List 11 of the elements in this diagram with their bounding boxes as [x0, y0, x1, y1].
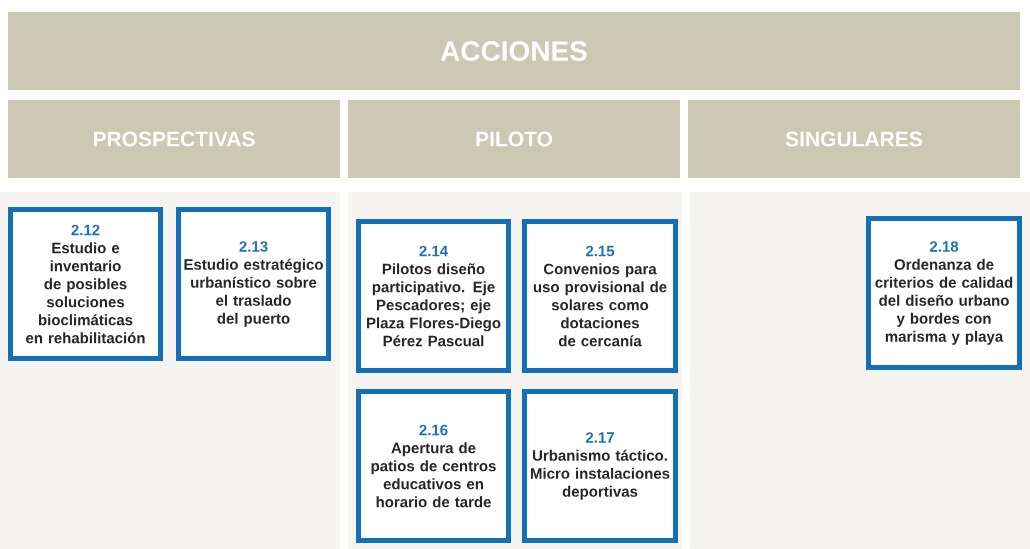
action-card: 2.13 Estudio estratégico urbanístico sobre el traslado del puerto: [176, 207, 331, 361]
action-card: 2.16 Apertura de patios de centros educativos en horario de tarde: [356, 389, 511, 543]
category-band: PILOTO: [348, 100, 680, 178]
action-card: 2.17 Urbanismo táctico. Micro instalaciones deportivas: [522, 389, 678, 543]
action-card: 2.14 Pilotos diseño participativo. Eje Pescadores; eje Plaza Flores-Diego Pérez Pascual: [356, 219, 511, 373]
action-card: 2.18 Ordenanza de criterios de calidad del diseño urbano y bordes con marisma y playa: [866, 216, 1022, 370]
category-band: PROSPECTIVAS: [8, 100, 340, 178]
category-band: SINGULARES: [688, 100, 1020, 178]
title-band: ACCIONES: [8, 12, 1020, 90]
action-card: 2.15 Convenios para uso provisional de solares como dotaciones de cercanía: [522, 219, 678, 373]
action-card: 2.12 Estudio e inventario de posibles soluciones bioclimáticas en rehabilitación: [8, 207, 163, 361]
